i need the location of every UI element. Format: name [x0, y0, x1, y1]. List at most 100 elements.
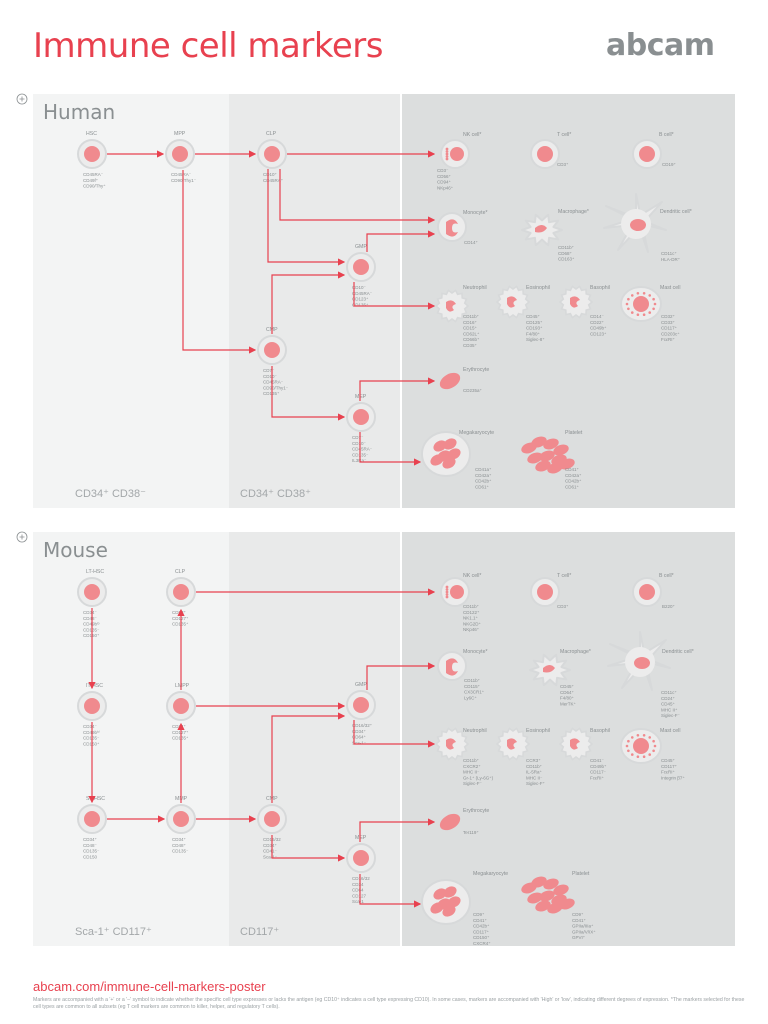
- mast-granule: [627, 307, 630, 311]
- mpp_st-marker: CD48⁻: [83, 843, 98, 848]
- neutrophil-marker: CD62L⁺: [463, 331, 480, 336]
- cmp-marker: CD7⁻: [263, 368, 275, 373]
- neutrophil-marker: CD15⁺: [463, 326, 478, 331]
- megakaryocyte-nucleus-lobe: [433, 888, 447, 900]
- gmp-marker: Sca-1⁻: [352, 740, 367, 745]
- platelet-platelet-fragment: [531, 436, 547, 448]
- neutrophil-marker: MHC II⁻: [463, 770, 480, 775]
- gmp-nucleus: [353, 259, 369, 275]
- mpp_st-marker: CD150: [83, 854, 98, 859]
- arrow: [359, 432, 422, 466]
- b-nucleus: [639, 584, 655, 600]
- arrow: [366, 662, 436, 690]
- mpp_st-marker: CD135⁻: [83, 849, 100, 854]
- cmp-nucleus: [264, 342, 280, 358]
- neutrophil-marker: CD35⁺: [463, 343, 478, 348]
- mast-granule: [625, 302, 629, 306]
- clp-marker: CD93⁺: [172, 610, 187, 615]
- macrophage-marker: CD163⁺: [558, 257, 575, 262]
- macrophage-marker: F4/80⁺: [560, 696, 575, 701]
- mast-marker: CD33⁺: [661, 320, 676, 325]
- mast-granule: [653, 302, 657, 306]
- basophil-name: Basophil: [590, 285, 610, 291]
- footer-url[interactable]: abcam.com/immune-cell-markers-poster: [33, 979, 266, 994]
- mast-granule: [648, 294, 652, 297]
- nk-granule: [445, 588, 449, 591]
- dendritic-marker: CD45⁺: [661, 702, 676, 707]
- platelet-marker: GPVI⁺: [572, 935, 586, 940]
- mast-marker: Integrin β7⁺: [661, 775, 685, 780]
- basophil-marker: CD117⁻: [590, 770, 607, 775]
- hsc-marker: CD90/Thy⁺: [83, 184, 106, 189]
- arrow: [271, 271, 346, 334]
- monocyte-marker: CD115⁺: [464, 684, 481, 689]
- eosinophil-marker: Siglec-8⁺: [526, 337, 545, 342]
- mast-granule: [652, 297, 655, 301]
- mast-granule: [627, 749, 630, 753]
- t-name: T cell*: [557, 573, 571, 579]
- macrophage-marker: CD64⁺: [560, 690, 575, 695]
- cell-monocyte: Monocyte*CD11b⁺CD115⁺CX3CR1⁺Ly6C⁺: [437, 649, 488, 700]
- macrophage-marker: CD45⁺: [560, 684, 575, 689]
- cell-macrophage: Macrophage*CD11b⁺CD68⁺CD163⁺: [521, 209, 589, 262]
- cell-neutrophil: NeutrophilCD11b⁺CD16⁺CD15⁺CD62L⁺CD66b⁺CD…: [434, 285, 487, 348]
- cell-t: T cell*CD3⁺: [530, 132, 571, 169]
- cmp-marker: CD45RA⁻: [263, 380, 284, 385]
- neutrophil-marker: CXCR2⁺: [463, 764, 481, 769]
- megakaryocyte-nucleus-lobe: [443, 438, 457, 450]
- arrow: [271, 366, 346, 421]
- neutrophil-nucleus: [446, 300, 456, 312]
- mep-marker: CD16/32: [352, 876, 370, 881]
- t-marker: CD3⁺: [557, 604, 569, 609]
- monocyte-marker: CD11b⁺: [464, 678, 481, 683]
- platelet-marker: CD41⁺: [565, 467, 580, 472]
- mast-marker: CD203c⁺: [661, 331, 680, 336]
- nk-marker: CD94⁺: [437, 180, 452, 185]
- clp-marker: CD45RA⁺: [263, 178, 284, 183]
- cmp-marker: Sca-1⁻: [263, 854, 278, 859]
- eosinophil-marker: F4/80⁺: [526, 331, 541, 336]
- lmpp-nucleus: [173, 698, 189, 714]
- page-title: Immune cell markers: [33, 26, 383, 66]
- eosinophil-marker: CD11b⁺: [526, 764, 543, 769]
- nk-marker: CD56⁺: [437, 174, 452, 179]
- basophil-nucleus: [570, 296, 580, 308]
- sthsc-marker: CD34⁻: [83, 724, 98, 729]
- clp-name: CLP: [266, 131, 277, 137]
- mast-granule: [636, 313, 640, 317]
- cmp-marker: CD90/Thy1⁻: [263, 385, 289, 390]
- nk-nucleus: [450, 147, 464, 161]
- mep-name: MEP: [355, 835, 367, 841]
- nk-granule: [445, 155, 449, 158]
- megakaryocyte-marker: CD61⁺: [475, 484, 490, 489]
- basophil-marker: CD49b⁺: [590, 764, 607, 769]
- erythrocyte-name: Erythrocyte: [463, 808, 489, 814]
- macrophage-marker: CD68⁺: [558, 251, 573, 256]
- mpp_st-marker: CD34⁺: [83, 837, 98, 842]
- erythrocyte-marker: CD235a⁺: [463, 388, 483, 393]
- cell-dendritic: Dendritic cell*CD11c⁺CD24⁺CD45⁺MHC II⁺Si…: [607, 631, 694, 718]
- mep-marker: Sca-1: [352, 899, 364, 904]
- cell-dendritic: Dendritic cell*CD11c⁺HLA-DR⁺: [603, 193, 692, 262]
- megakaryocyte-name: Megakaryocyte: [473, 871, 508, 877]
- platelet-marker: CD41⁺: [572, 918, 587, 923]
- mast-marker: CD45⁺: [661, 758, 676, 763]
- dendritic-name: Dendritic cell*: [660, 209, 692, 215]
- gmp-marker: CD135⁺: [352, 302, 369, 307]
- mmp-marker: CD48⁺: [172, 843, 187, 848]
- mast-granule: [653, 744, 657, 748]
- macrophage-marker: MerTK⁺: [560, 701, 577, 706]
- t-nucleus: [537, 146, 553, 162]
- mast-granule: [652, 749, 655, 753]
- arrow: [267, 169, 346, 266]
- megakaryocyte-nucleus-lobe: [447, 448, 461, 460]
- erythrocyte-cell-body: [439, 813, 461, 831]
- megakaryocyte-nucleus-lobe: [442, 457, 456, 469]
- platelet-marker: CD42a⁺: [565, 473, 582, 478]
